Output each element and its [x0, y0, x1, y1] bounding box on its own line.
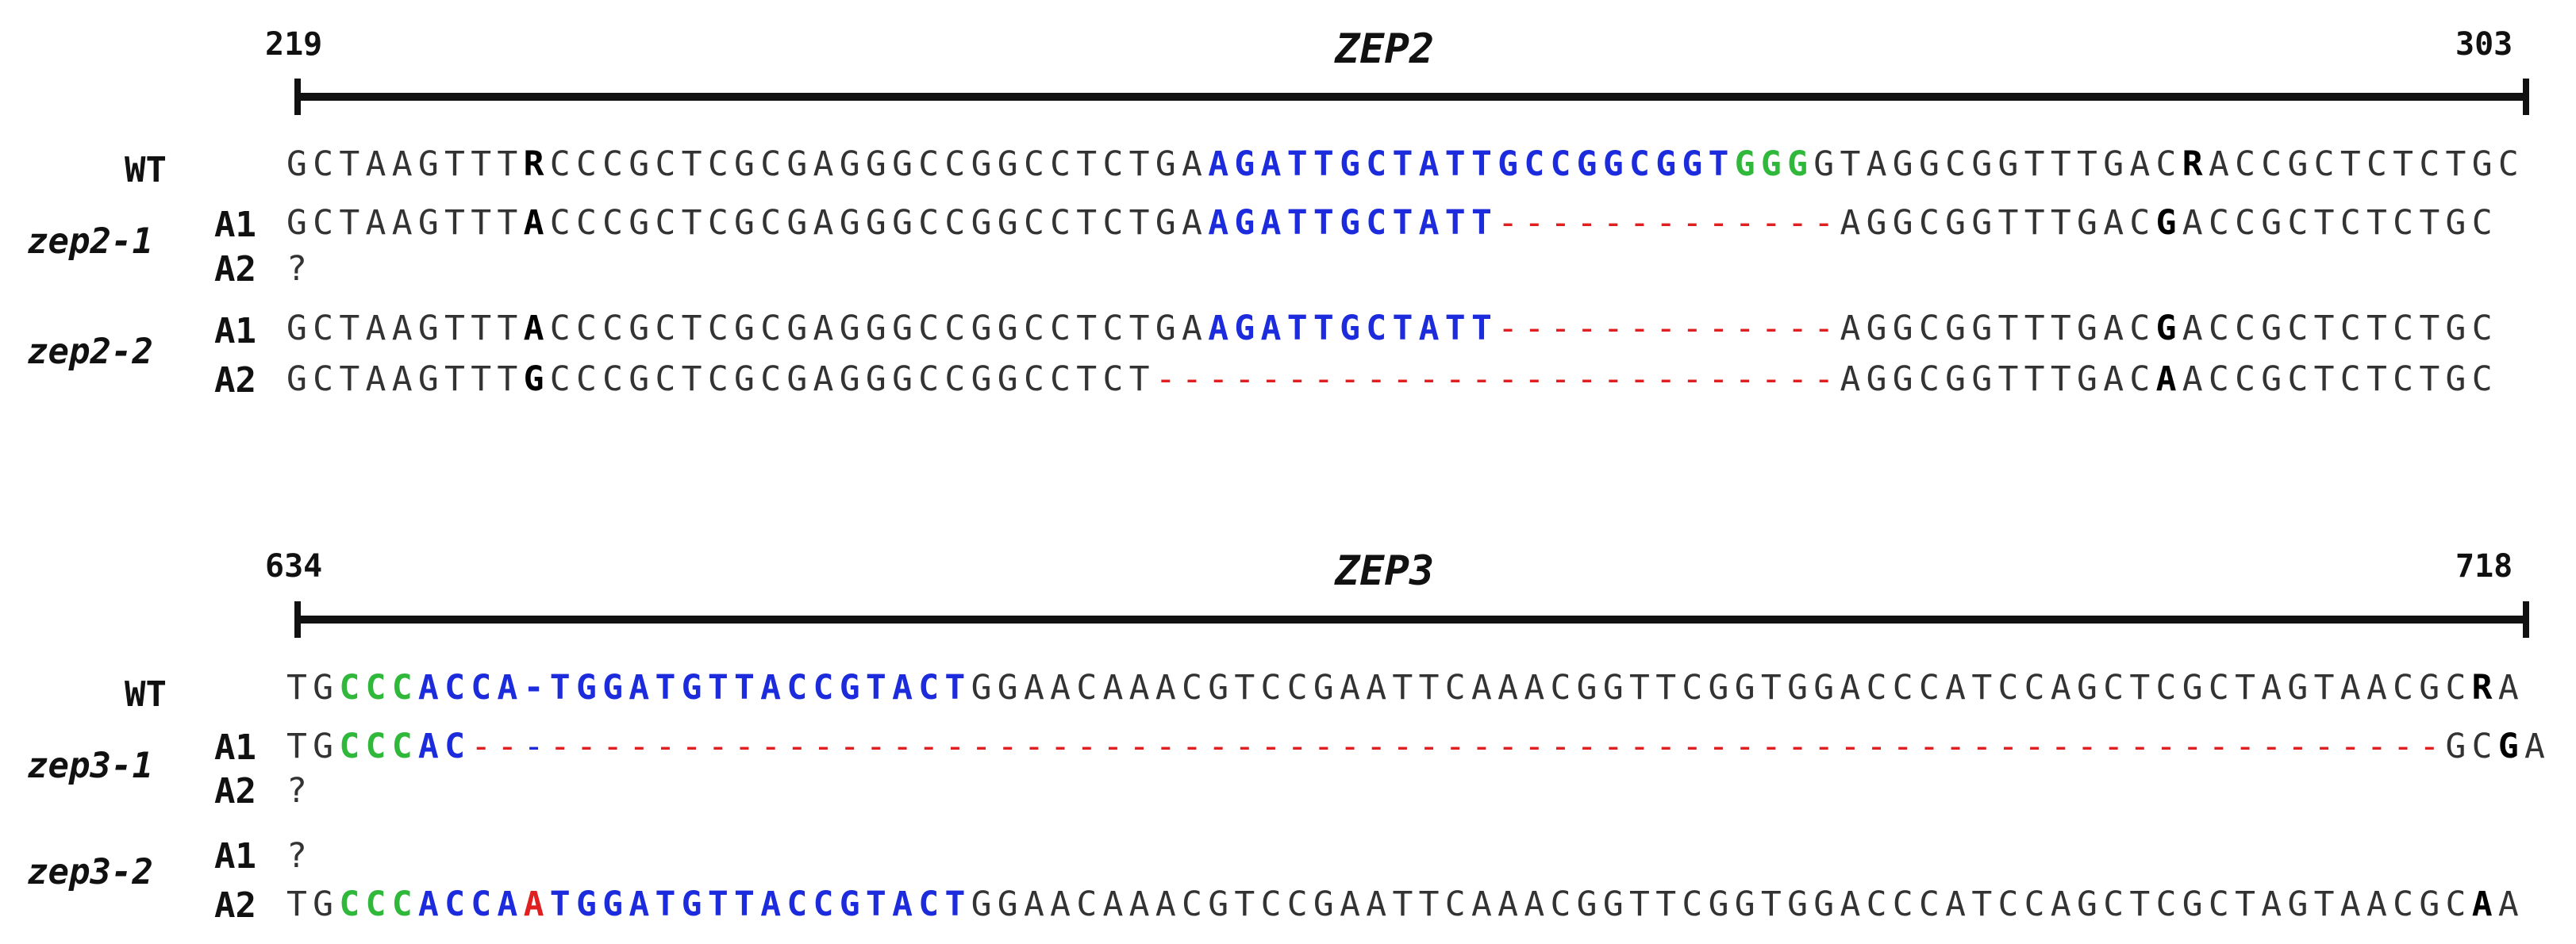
sequence-segment-base: GGAACAAACGTCCGAATTCAAACGGTTCGGTGGACCCATC…	[971, 668, 2472, 708]
sequence-segment-bluegap: -	[523, 727, 550, 766]
zep3-2-allele-a1: A1	[214, 836, 256, 877]
sequence-segment-green: CCC	[339, 668, 418, 708]
sequence-segment-green: GGG	[1734, 144, 1814, 184]
sequence-segment-blue: AGATTGCTATTGCCGGCGGT	[1208, 144, 1735, 184]
sequence-segment-gap: --------------------------	[1155, 359, 1840, 399]
zep2-2-mutant-label: zep2-2	[27, 332, 153, 372]
zep3-ruler-line	[298, 616, 2526, 624]
zep3-1-allele-a1: A1	[214, 727, 256, 768]
sequence-segment-green: CCC	[339, 885, 418, 924]
sequence-segment-bold: G	[2155, 309, 2182, 348]
zep2-1-allele-a2: A2	[214, 249, 256, 290]
zep2-end-position: 303	[2455, 26, 2513, 63]
sequence-segment-base: AGGCGGTTTGAC	[1840, 359, 2156, 399]
sequence-segment-base: AGGCGGTTTGAC	[1840, 203, 2156, 243]
zep2-2-a1-sequence: GCTAAGTTTACCCGCTCGCGAGGGCCGGCCTCTGAAGATT…	[286, 312, 2498, 346]
sequence-segment-base: TG	[286, 885, 340, 924]
sequence-segment-blue: AC	[417, 727, 471, 766]
zep3-wt-label: WT	[125, 674, 167, 715]
zep2-ruler-tick-end	[2523, 79, 2529, 115]
sequence-segment-bold: R	[2471, 668, 2498, 708]
sequence-segment-bold: R	[2182, 144, 2209, 184]
sequence-segment-base: ?	[286, 771, 313, 811]
sequence-segment-blue: TGGATGTTACCGTACT	[549, 885, 971, 924]
sequence-segment-base: ?	[286, 249, 313, 289]
zep2-1-mutant-label: zep2-1	[27, 221, 153, 262]
sequence-segment-gap: --	[471, 727, 524, 766]
zep2-gene-title: ZEP2	[1335, 25, 1435, 73]
zep3-2-allele-a2: A2	[214, 885, 256, 926]
zep3-1-allele-a2: A2	[214, 771, 256, 812]
sequence-segment-base: TG	[286, 727, 340, 766]
sequence-segment-base: A	[2497, 668, 2525, 708]
sequence-segment-base: CCCGCTCGCGAGGGCCGGCCTCT	[549, 359, 1155, 399]
sequence-segment-blue: AGATTGCTATT	[1208, 309, 1498, 348]
sequence-segment-blue: AGATTGCTATT	[1208, 203, 1498, 243]
sequence-segment-base: GTAGGCGGTTTGAC	[1813, 144, 2182, 184]
zep2-wt-sequence: GCTAAGTTTRCCCGCTCGCGAGGGCCGGCCTCTGAAGATT…	[286, 148, 2524, 182]
zep2-2-a2-sequence: GCTAAGTTTGCCCGCTCGCGAGGGCCGGCCTCT-------…	[286, 363, 2498, 397]
sequence-segment-base: CCCGCTCGCGAGGGCCGGCCTCTGA	[549, 203, 1209, 243]
sequence-segment-bold: A	[523, 203, 550, 243]
zep3-end-position: 718	[2455, 548, 2513, 585]
zep2-2-allele-a2: A2	[214, 360, 256, 401]
sequence-segment-base: CCCGCTCGCGAGGGCCGGCCTCTGA	[549, 309, 1209, 348]
sequence-segment-base: AGGCGGTTTGAC	[1840, 309, 2156, 348]
sequence-segment-gap: -------------	[1498, 203, 1840, 243]
sequence-segment-gap: ----------------------------------------…	[549, 727, 2446, 766]
sequence-segment-base: A	[2497, 885, 2525, 924]
zep2-1-allele-a1: A1	[214, 205, 256, 245]
sequence-segment-base: GCTAAGTTT	[286, 359, 524, 399]
sequence-segment-base: GGAACAAACGTCCGAATTCAAACGGTTCGGTGGACCCATC…	[971, 885, 2472, 924]
zep3-ruler-tick-end	[2523, 601, 2529, 638]
zep3-wt-sequence: TGCCCACCA-TGGATGTTACCGTACTGGAACAAACGTCCG…	[286, 671, 2524, 705]
zep3-gene-title: ZEP3	[1335, 547, 1435, 595]
zep2-wt-label: WT	[125, 150, 167, 190]
sequence-segment-base: ACCGCTCTCTGC	[2182, 359, 2498, 399]
sequence-segment-bold: G	[2497, 727, 2525, 766]
sequence-segment-bold: R	[523, 144, 550, 184]
sequence-segment-gap: -------------	[1498, 309, 1840, 348]
sequence-segment-base: TG	[286, 668, 340, 708]
zep3-2-a1-sequence: ?	[286, 839, 313, 873]
sequence-segment-base: ACCGCTCTCTGC	[2182, 203, 2498, 243]
sequence-segment-base: GC	[2445, 727, 2498, 766]
zep2-ruler-tick-start	[294, 79, 301, 115]
zep3-ruler-tick-start	[294, 601, 301, 638]
sequence-segment-bold: G	[523, 359, 550, 399]
sequence-segment-bold: A	[2471, 885, 2498, 924]
sequence-segment-bold: G	[2155, 203, 2182, 243]
zep3-start-position: 634	[265, 548, 323, 585]
zep3-2-mutant-label: zep3-2	[27, 852, 153, 892]
zep2-1-a2-sequence: ?	[286, 252, 313, 286]
zep3-1-a2-sequence: ?	[286, 774, 313, 808]
sequence-segment-base: ACCGCTCTCTGC	[2208, 144, 2525, 184]
zep2-1-a1-sequence: GCTAAGTTTACCCGCTCGCGAGGGCCGGCCTCTGAAGATT…	[286, 206, 2498, 240]
sequence-segment-base: A	[2524, 727, 2551, 766]
sequence-segment-base: CCCGCTCGCGAGGGCCGGCCTCTGA	[549, 144, 1209, 184]
zep3-2-a2-sequence: TGCCCACCAATGGATGTTACCGTACTGGAACAAACGTCCG…	[286, 888, 2524, 922]
sequence-segment-base: ?	[286, 836, 313, 876]
zep2-2-allele-a1: A1	[214, 311, 256, 351]
sequence-segment-bold: A	[523, 309, 550, 348]
sequence-segment-base: ACCGCTCTCTGC	[2182, 309, 2498, 348]
sequence-segment-bold: A	[2155, 359, 2182, 399]
zep2-ruler-line	[298, 93, 2526, 101]
zep3-1-a1-sequence: TGCCCAC---------------------------------…	[286, 730, 2551, 764]
sequence-segment-base: GCTAAGTTT	[286, 203, 524, 243]
zep3-1-mutant-label: zep3-1	[27, 746, 153, 786]
sequence-segment-blue: ACCA	[417, 885, 524, 924]
sequence-segment-base: GCTAAGTTT	[286, 144, 524, 184]
sequence-segment-red: A	[523, 885, 550, 924]
zep2-start-position: 219	[265, 26, 323, 63]
sequence-segment-green: CCC	[339, 727, 418, 766]
sequence-segment-base: GCTAAGTTT	[286, 309, 524, 348]
sequence-segment-blue: ACCA-TGGATGTTACCGTACT	[417, 668, 971, 708]
